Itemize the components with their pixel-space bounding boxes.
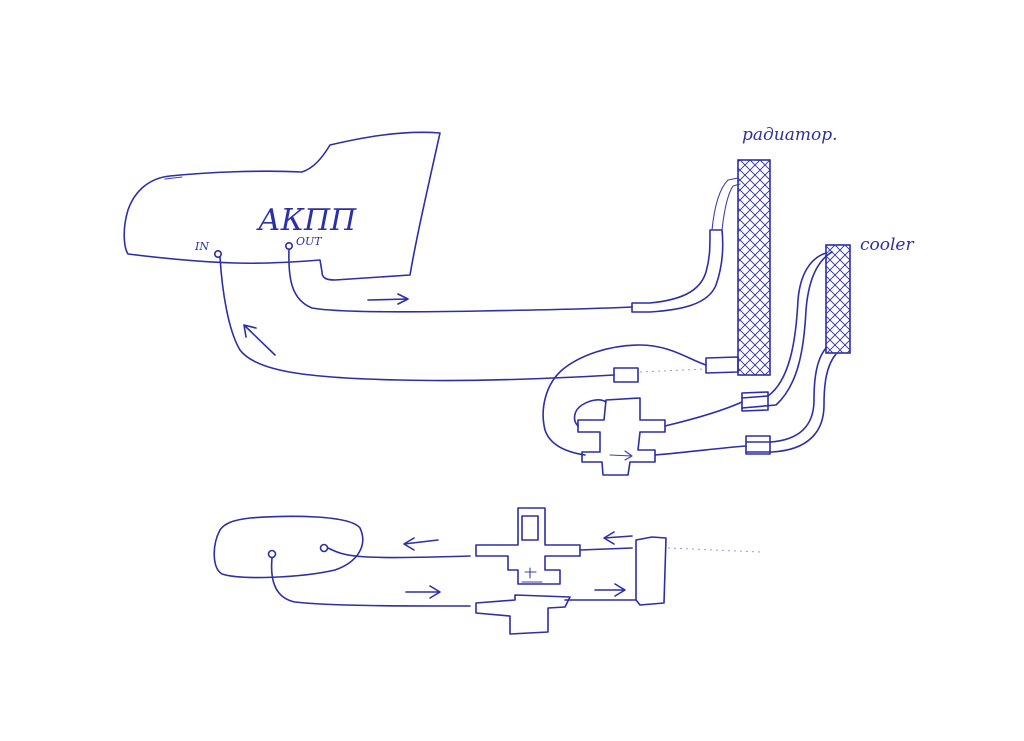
flow-arrow-in (243, 324, 276, 356)
lower-valve (475, 507, 581, 585)
in-hose (219, 256, 615, 382)
cooler (825, 244, 851, 354)
thermostat-block (577, 397, 666, 476)
out-hose (288, 248, 633, 313)
radiator-inlet-hose (631, 229, 724, 313)
radiator (737, 159, 771, 376)
transmission-housing (123, 131, 441, 281)
lower-cooler (635, 536, 667, 606)
flow-arrow-out (367, 293, 409, 305)
port-in-label: IN (194, 240, 209, 253)
radiator-label: радиатор. (742, 125, 838, 145)
port-in (214, 250, 223, 259)
transmission-label: АКПП (256, 203, 357, 238)
transmission-symbol (213, 515, 364, 579)
cooler-label: cooler (860, 235, 914, 255)
port-out-label: OUT (296, 235, 323, 248)
